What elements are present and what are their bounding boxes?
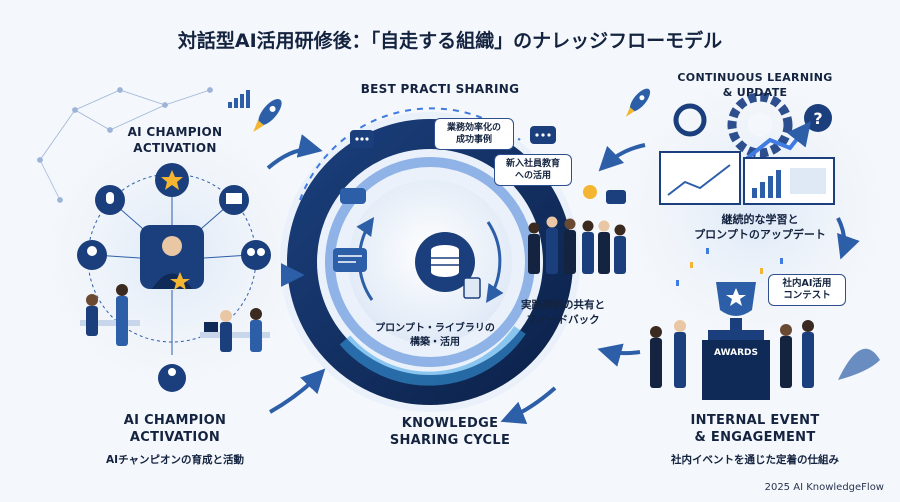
footer-credit: 2025 AI KnowledgeFlow xyxy=(764,482,884,493)
bubble-efficiency: 業務効率化の 成功事例 xyxy=(434,118,514,150)
people-right xyxy=(650,320,880,388)
svg-text:?: ? xyxy=(813,109,822,128)
library-label: プロンプト・ライブラリの 構築・活用 xyxy=(375,323,495,348)
awards-label: AWARDS xyxy=(714,348,758,358)
practice-label: 実践事例の共有と フィードバック xyxy=(521,299,605,326)
hub-icons xyxy=(77,163,271,392)
gear-icons: ? xyxy=(673,92,832,162)
bar-chart-icon xyxy=(228,90,250,108)
rocket-icon-left xyxy=(253,98,282,132)
chat-icons xyxy=(333,126,626,272)
champion-bottom-header: AI CHAMPION ACTIVATION xyxy=(123,413,227,445)
page-title: 対話型AI活用研修後：「自走する組織」のナレッジフローモデル xyxy=(177,30,723,52)
right-glow xyxy=(605,60,900,360)
knowledge-cycle-header: KNOWLEDGE SHARING CYCLE xyxy=(389,416,511,448)
rocket-icon-right xyxy=(625,88,651,117)
awards-trophy xyxy=(702,282,770,400)
internal-event-subtitle: 社内イベントを通じた定着の仕組み xyxy=(671,454,839,466)
database-icon xyxy=(415,232,481,299)
people-center xyxy=(528,216,626,274)
monitor-graphics xyxy=(659,151,835,205)
continuous-learning-subtitle: 継続的な学習と プロンプトのアップデート xyxy=(694,213,826,241)
champion-bottom-subtitle: AIチャンピオンの育成と活動 xyxy=(106,454,244,466)
bubble-contest: 社内AI活用 コンテスト xyxy=(768,274,846,306)
bubble-onboarding: 新入社員教育 への活用 xyxy=(494,154,572,186)
internal-event-header: INTERNAL EVENT & ENGAGEMENT xyxy=(690,413,820,445)
continuous-learning-header: CONTINUOUS LEARNING & UPDATE xyxy=(677,71,833,99)
best-practice-header: BEST PRACTI SHARING xyxy=(360,82,520,96)
flow-arrows xyxy=(266,134,860,425)
people-left xyxy=(80,284,270,352)
network-graphic xyxy=(37,87,213,203)
champion-top-header: AI CHAMPION ACTIVATION xyxy=(127,125,223,155)
